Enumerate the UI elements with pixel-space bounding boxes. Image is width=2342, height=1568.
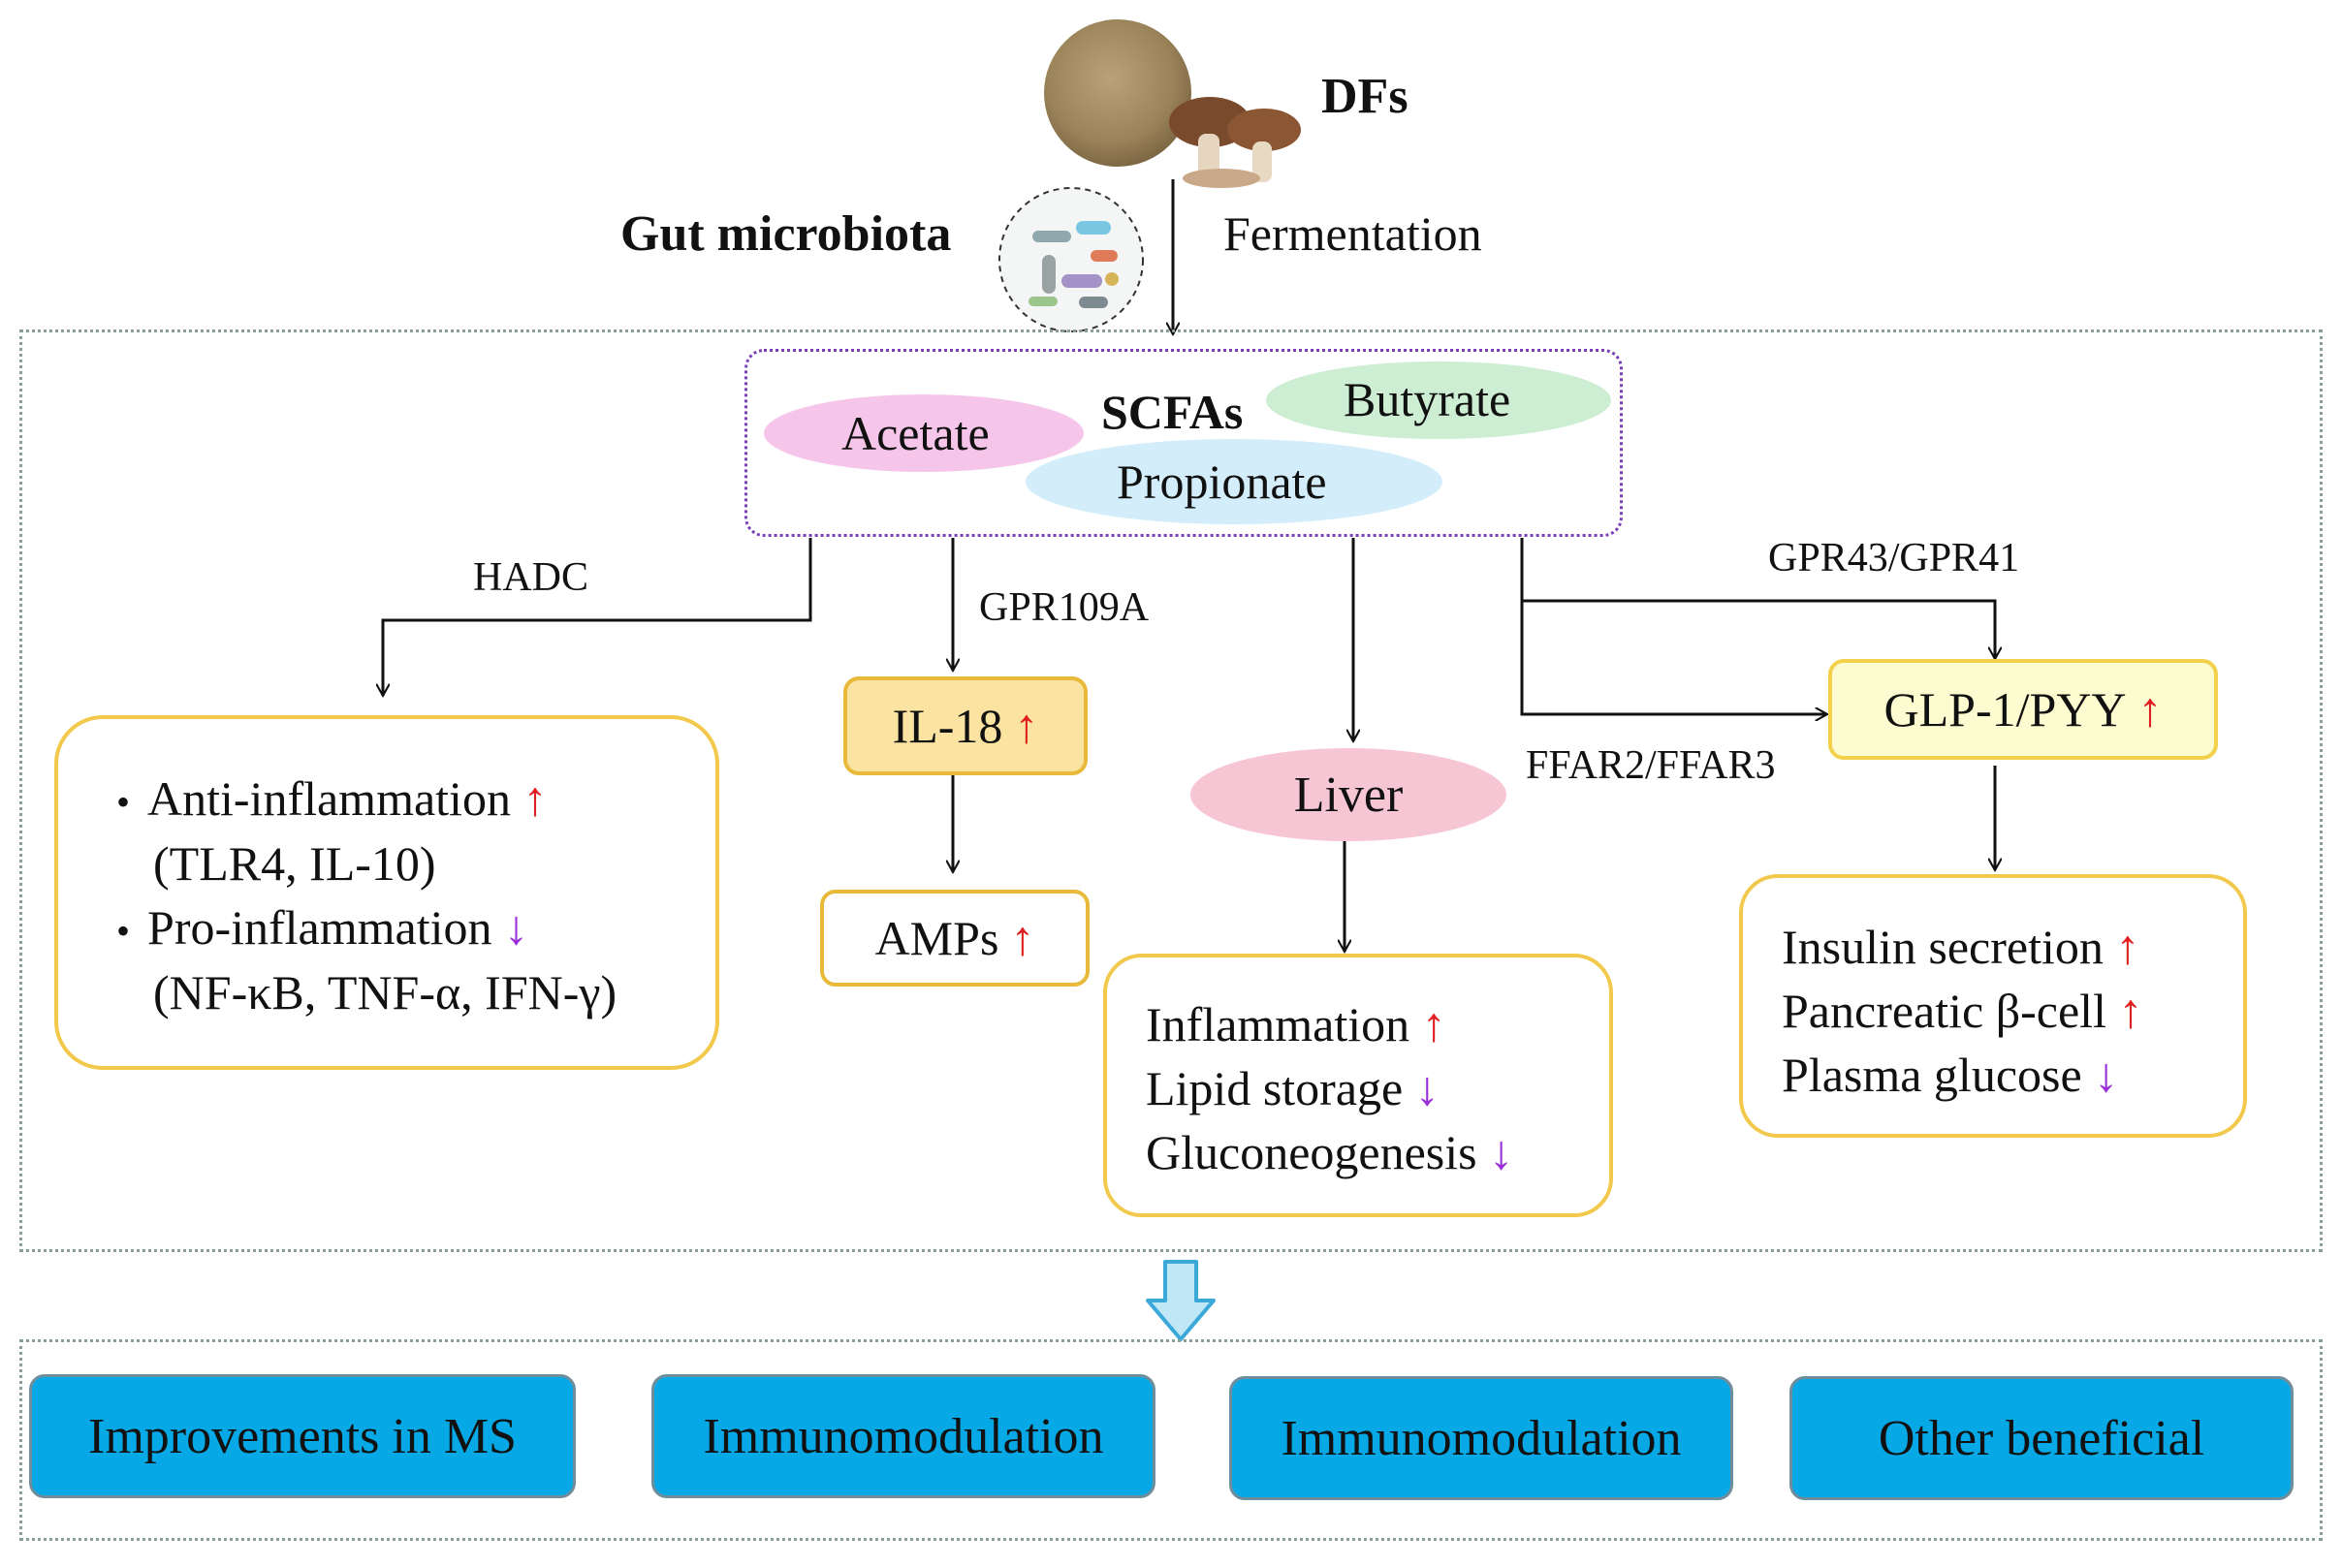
lipid-storage-item: Lipid storage ↓ <box>1146 1060 1440 1116</box>
il18-box: IL-18 ↑ <box>843 676 1088 775</box>
outcome-other-beneficial: Other beneficial <box>1789 1376 2294 1500</box>
outcome-immunomodulation-1: Immunomodulation <box>651 1374 1155 1498</box>
gluconeogenesis-text: Gluconeogenesis <box>1146 1125 1477 1179</box>
gluconeogenesis-item: Gluconeogenesis ↓ <box>1146 1124 1513 1180</box>
mechanism-panel <box>19 329 2323 1252</box>
bullet: • <box>116 909 131 953</box>
propionate-ellipse <box>1026 439 1442 524</box>
amps-box: AMPs ↑ <box>820 890 1090 987</box>
scfa-box <box>744 349 1623 537</box>
up-arrow-icon: ↑ <box>1421 997 1446 1051</box>
pro-inflammation-text: Pro-inflammation <box>147 900 492 955</box>
glp1-pyy-box: GLP-1/PYY ↑ <box>1828 659 2218 760</box>
df-powder-image <box>1044 19 1191 167</box>
up-arrow-icon: ↑ <box>522 771 548 826</box>
anti-inflammation-text: Anti-inflammation <box>147 771 511 826</box>
gpr43-arrow <box>1520 538 1995 659</box>
lipid-storage-text: Lipid storage <box>1146 1061 1404 1115</box>
butyrate-label: Butyrate <box>1344 372 1511 426</box>
glp1-pyy-label: GLP-1/PYY <box>1883 682 2127 737</box>
butyrate-ellipse <box>1266 361 1611 439</box>
pro-inflammation-markers: (NF-κB, TNF-α, IFN-γ) <box>153 965 617 1019</box>
up-arrow-icon: ↑ <box>1014 699 1039 753</box>
liver-effects-box <box>1103 954 1613 1217</box>
pancreatic-beta-cell-text: Pancreatic β-cell <box>1782 984 2106 1038</box>
il18-label: IL-18 <box>892 699 1003 753</box>
up-arrow-icon: ↑ <box>1010 911 1035 965</box>
inflammation-box <box>54 715 719 1070</box>
outcome-improvements-ms: Improvements in MS <box>29 1374 576 1498</box>
liver-label: Liver <box>1293 767 1404 823</box>
down-arrow-icon: ↓ <box>1489 1125 1514 1179</box>
up-arrow-icon: ↑ <box>2115 920 2140 974</box>
fermentation-label: Fermentation <box>1223 206 1482 261</box>
pro-inflammation-item: • Pro-inflammation ↓ <box>116 899 528 956</box>
down-arrow-icon: ↓ <box>2094 1048 2119 1102</box>
hollow-down-arrow-icon <box>1146 1260 1216 1341</box>
pancreatic-beta-cell-item: Pancreatic β-cell ↑ <box>1782 983 2142 1039</box>
insulin-secretion-item: Insulin secretion ↑ <box>1782 919 2139 975</box>
insulin-secretion-text: Insulin secretion <box>1782 920 2104 974</box>
up-arrow-icon: ↑ <box>2118 984 2143 1038</box>
gut-microbiota-label: Gut microbiota <box>620 206 952 262</box>
liver-inflammation-item: Inflammation ↑ <box>1146 996 1446 1052</box>
down-arrow-icon: ↓ <box>504 900 529 955</box>
plasma-glucose-text: Plasma glucose <box>1782 1048 2082 1102</box>
down-arrow-icon: ↓ <box>1414 1061 1440 1115</box>
insulin-effects-box <box>1739 874 2247 1138</box>
bullet: • <box>116 780 131 824</box>
hadc-label: HADC <box>473 555 589 600</box>
liver-ellipse: Liver <box>1190 748 1506 841</box>
mushroom-image <box>1169 97 1301 188</box>
up-arrow-icon: ↑ <box>2137 682 2163 737</box>
plasma-glucose-item: Plasma glucose ↓ <box>1782 1047 2118 1103</box>
ffar-arrow <box>1520 601 1827 714</box>
gpr43-gpr41-label: GPR43/GPR41 <box>1768 536 2020 580</box>
anti-inflammation-item: • Anti-inflammation ↑ <box>116 770 547 827</box>
propionate-label: Propionate <box>1117 455 1327 509</box>
acetate-label: Acetate <box>841 406 990 460</box>
microbiota-icon <box>998 187 1144 332</box>
acetate-ellipse <box>764 394 1084 472</box>
ffar2-ffar3-label: FFAR2/FFAR3 <box>1526 743 1776 788</box>
anti-inflammation-markers: (TLR4, IL-10) <box>153 836 436 891</box>
dfs-label: DFs <box>1321 69 1408 124</box>
liver-inflammation-text: Inflammation <box>1146 997 1410 1051</box>
outcome-immunomodulation-2: Immunomodulation <box>1229 1376 1733 1500</box>
scfa-title: SCFAs <box>1101 385 1244 439</box>
amps-label: AMPs <box>874 911 999 965</box>
hadc-arrow <box>383 538 812 696</box>
gpr109a-label: GPR109A <box>979 585 1150 630</box>
outcomes-panel <box>19 1339 2323 1541</box>
